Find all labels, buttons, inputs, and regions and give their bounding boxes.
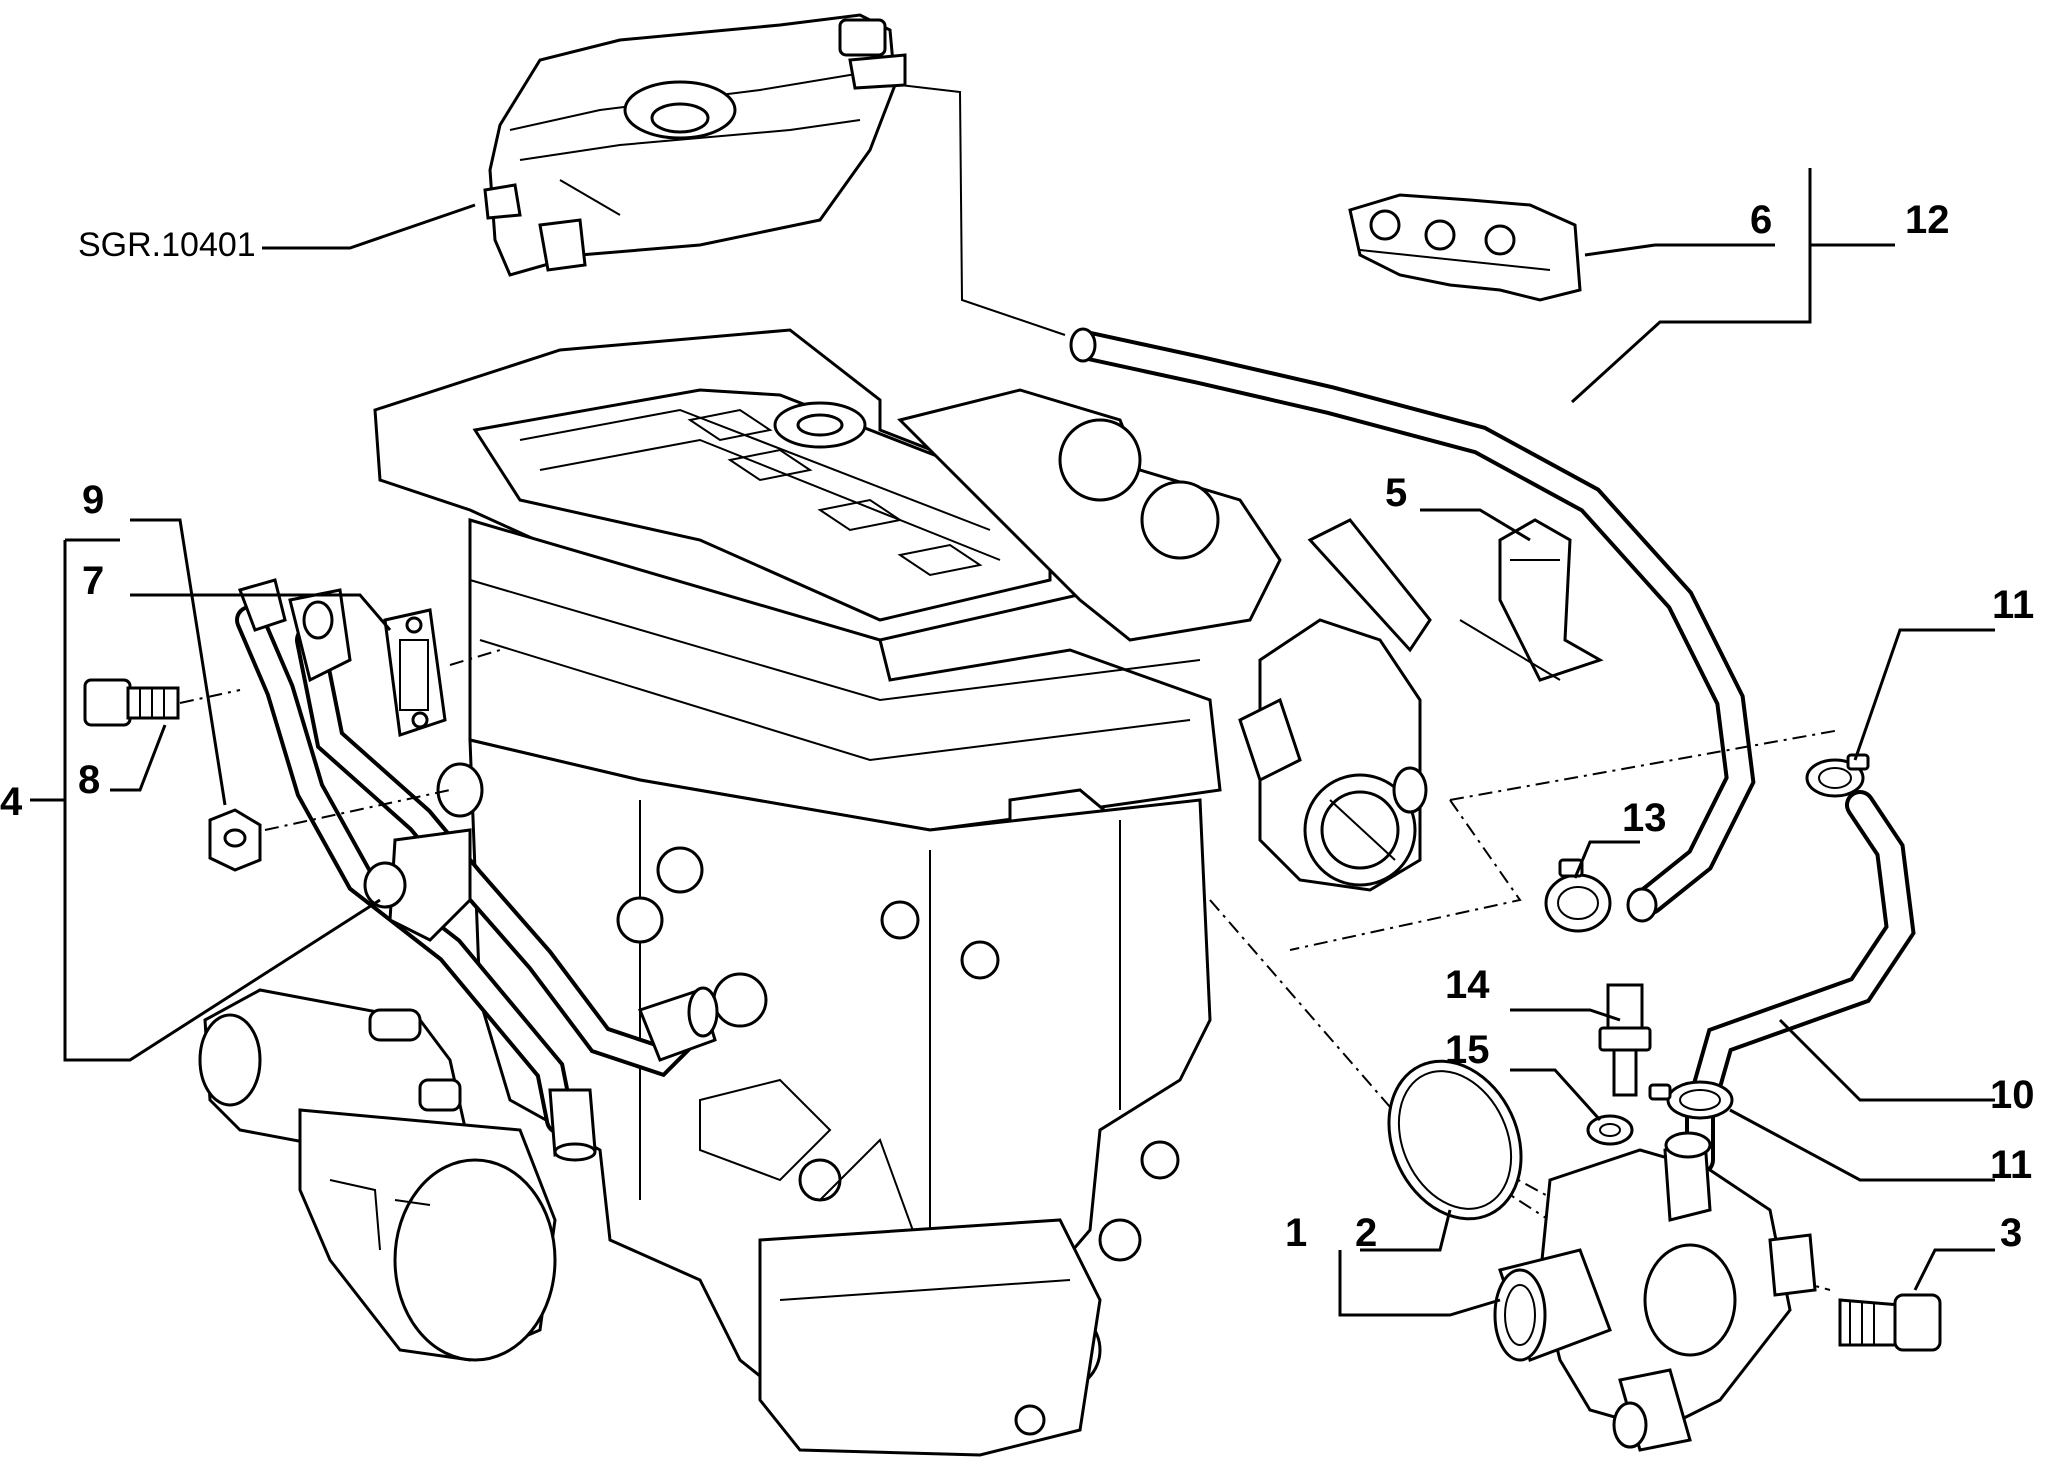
callout-7: 7: [82, 559, 105, 603]
bolt-part-8: [83, 678, 180, 727]
callout-14: 14: [1445, 963, 1490, 1007]
callout-13: 13: [1622, 796, 1667, 840]
hose-clip-part-5: [1498, 518, 1604, 682]
o-ring-part-2: [1387, 1059, 1523, 1221]
oil-filter: [198, 988, 557, 1362]
leader-tank-to-hose: [899, 84, 1066, 336]
callout-2: 2: [1355, 1211, 1378, 1255]
callout-leader-lines: [30, 168, 1995, 1317]
hose-clip-part-6: [1348, 193, 1582, 302]
callout-4: 4: [0, 780, 23, 824]
radiator-hose-part-12: [1069, 327, 1756, 923]
callout-3: 3: [2000, 1211, 2023, 1255]
thermostat-housing-part-1: [1493, 1131, 1817, 1452]
callout-9: 9: [82, 478, 105, 522]
hose-clamp-part-11-top: [1805, 753, 1870, 798]
reference-label: SGR.10401: [78, 226, 256, 264]
washer-part-15: [1586, 1114, 1634, 1146]
callout-5: 5: [1385, 471, 1408, 515]
callout-8: 8: [78, 758, 101, 802]
throttle-body: [1238, 518, 1432, 892]
gasket-part-7: [383, 608, 447, 737]
callout-6: 6: [1750, 198, 1773, 242]
callout-15: 15: [1445, 1028, 1490, 1072]
bolt-part-3: [1838, 1293, 1942, 1352]
callout-10: 10: [1990, 1073, 2035, 1117]
callout-1: 1: [1285, 1211, 1308, 1255]
engine-block: [373, 328, 1282, 1457]
leader-sgr: [262, 203, 476, 250]
expansion-tank: [483, 13, 907, 277]
callout-11-top: 11: [1992, 583, 2035, 627]
temperature-sensor-part-14: [1598, 983, 1652, 1097]
coolant-pipe-assembly: [235, 578, 719, 1162]
callout-11-bottom: 11: [1990, 1143, 2033, 1187]
callout-12: 12: [1905, 198, 1950, 242]
nut-part-9: [208, 808, 262, 872]
hose-clamp-part-11-bottom: [1648, 1080, 1734, 1120]
